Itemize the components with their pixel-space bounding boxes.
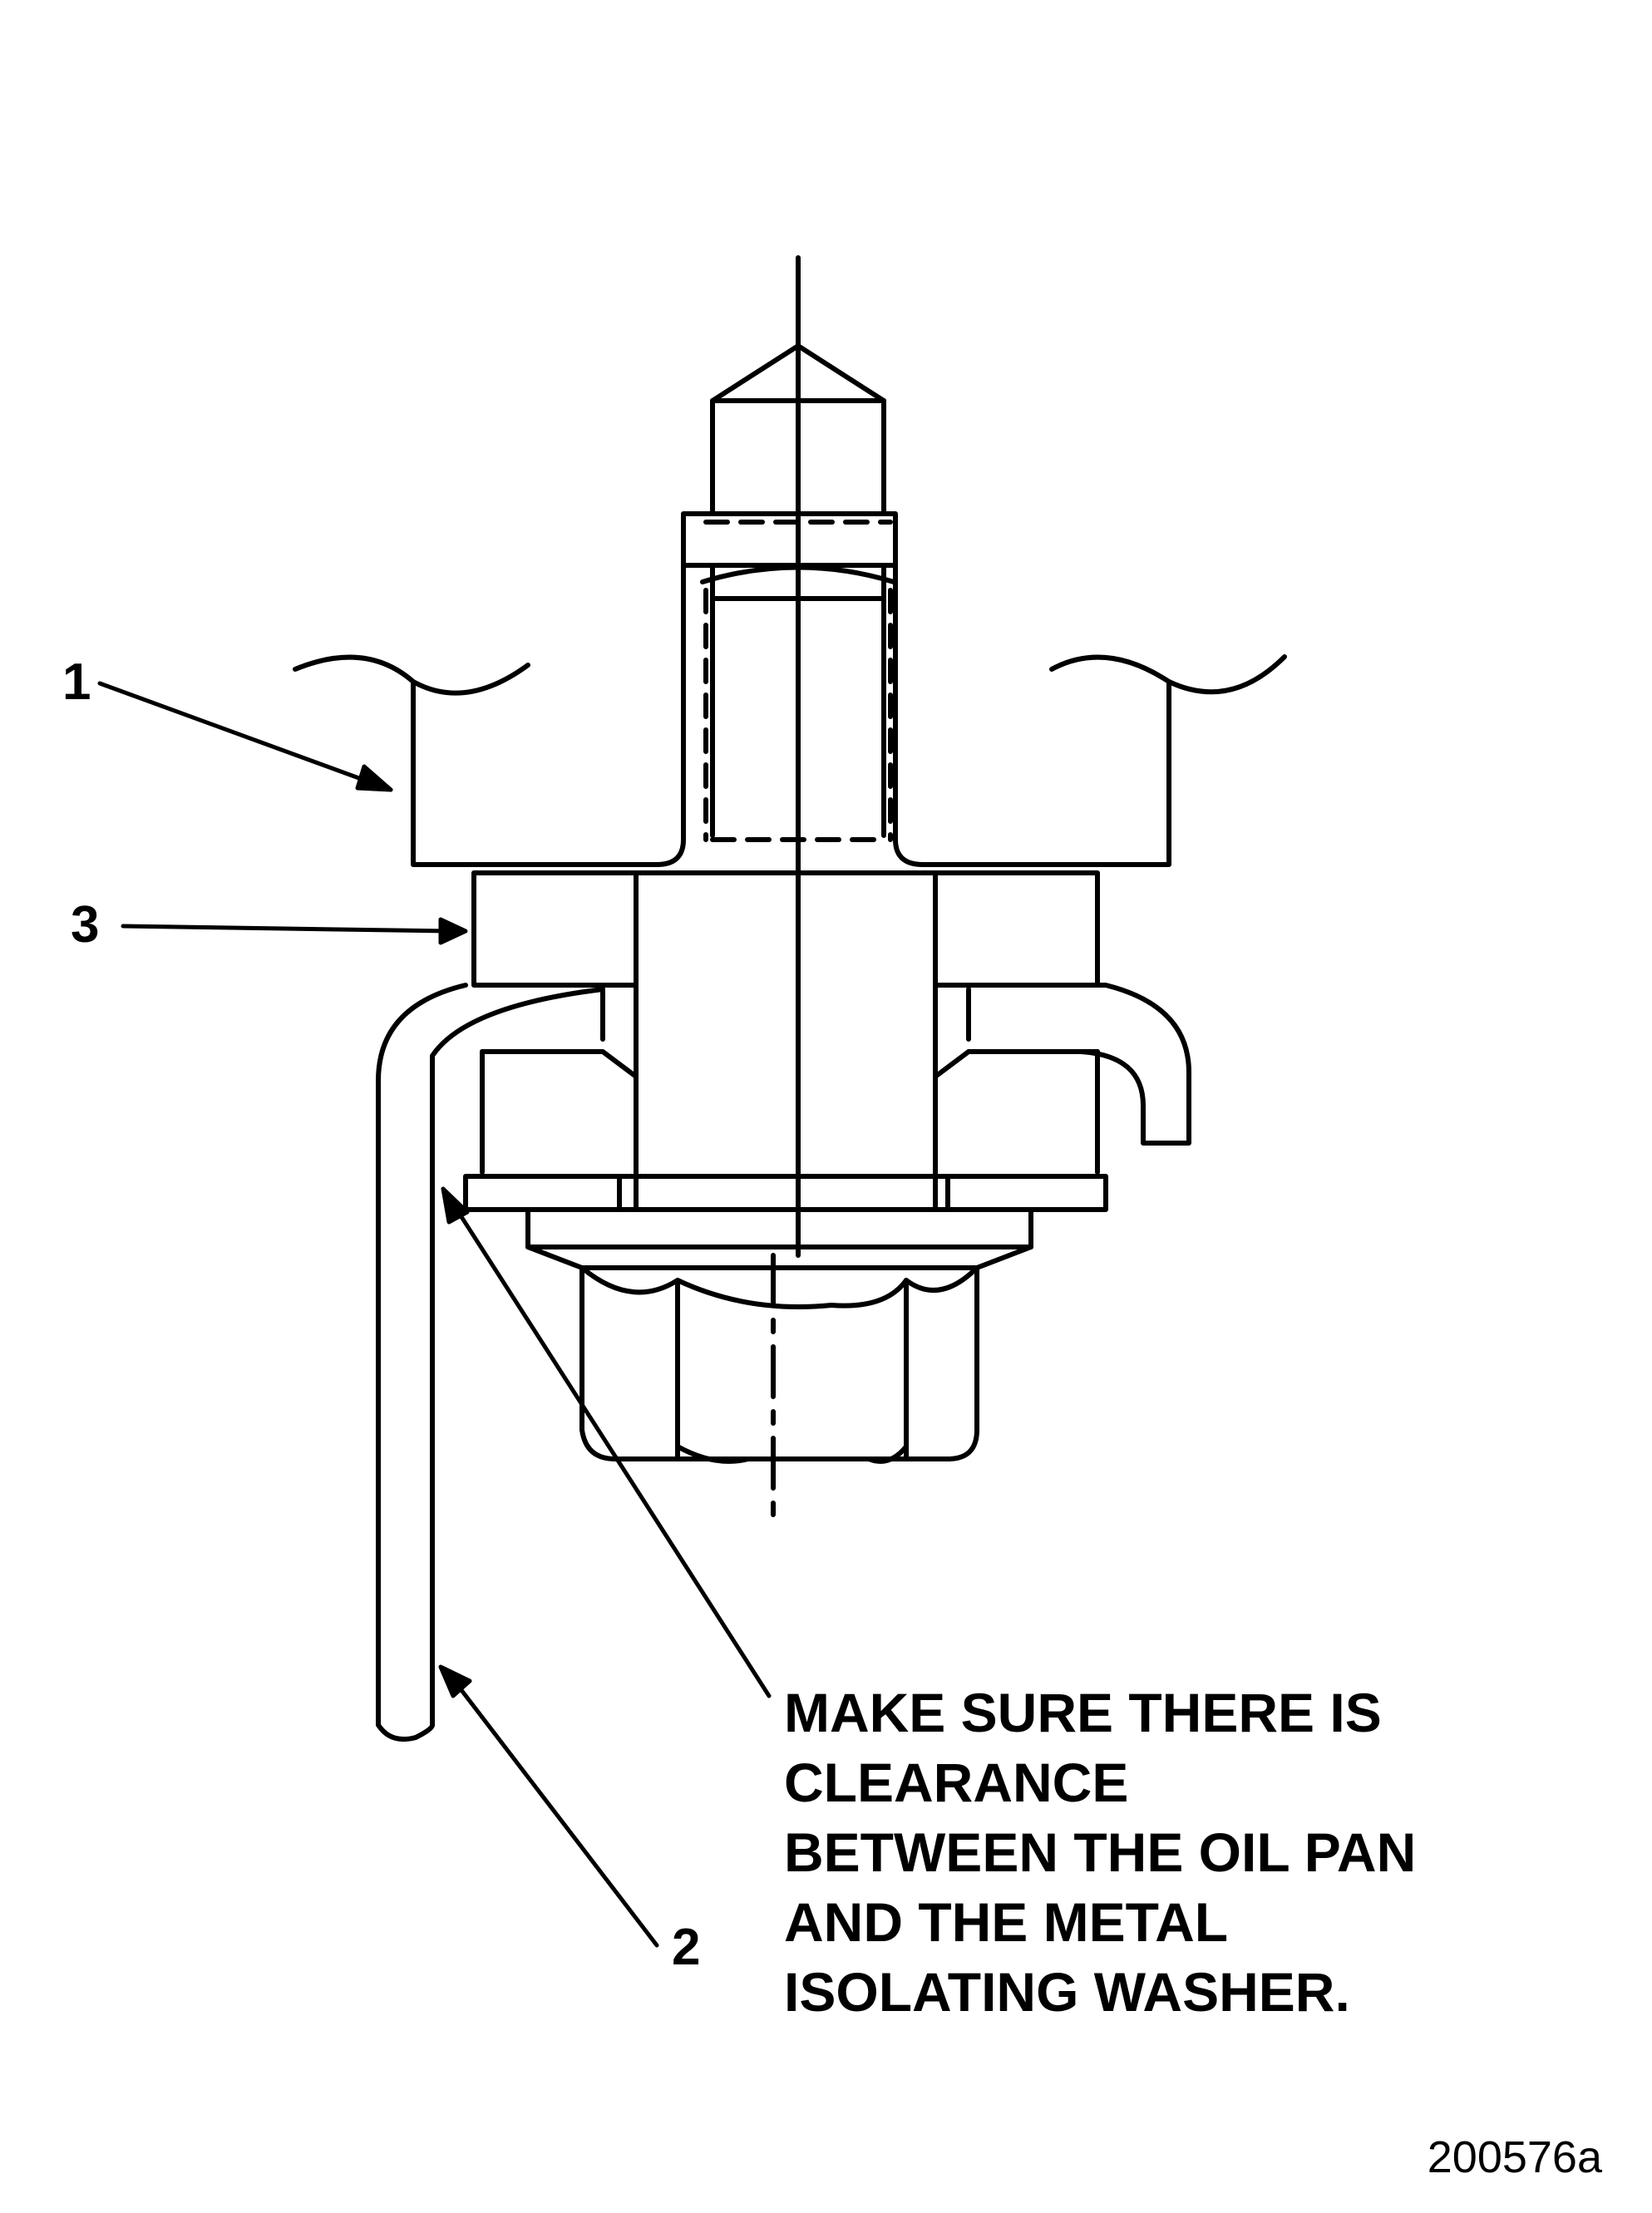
note-line: ISOLATING WASHER. bbox=[784, 1961, 1350, 2023]
stud-thread-section bbox=[654, 511, 925, 867]
hex-nut bbox=[579, 1265, 979, 1464]
note-line: BETWEEN THE OIL PAN bbox=[784, 1821, 1417, 1883]
leader-1-arrowhead bbox=[355, 764, 393, 792]
engine-block bbox=[293, 654, 1287, 867]
metal-isolating-washer bbox=[463, 1174, 1108, 1212]
stud-sleeve bbox=[634, 870, 938, 1212]
callout-2: 2 bbox=[672, 1919, 701, 1976]
leader-3-arrowhead bbox=[438, 917, 468, 945]
callout-3: 3 bbox=[71, 896, 100, 954]
rubber-isolator bbox=[471, 870, 1100, 988]
figure-id: 200576a bbox=[1427, 2132, 1602, 2182]
note-line: MAKE SURE THERE IS bbox=[784, 1682, 1382, 1743]
callout-leaders bbox=[97, 681, 772, 1948]
callout-1: 1 bbox=[62, 653, 91, 711]
leader-1 bbox=[97, 681, 393, 792]
nut-flange bbox=[525, 1207, 1033, 1270]
oil-pan-flange bbox=[376, 983, 1191, 1742]
note-line: CLEARANCE bbox=[784, 1752, 1129, 1813]
rubber-grommet bbox=[480, 1049, 1100, 1175]
note-line: AND THE METAL bbox=[784, 1891, 1229, 1953]
leader-3 bbox=[121, 924, 451, 934]
leader-2-arrowhead bbox=[438, 1664, 472, 1698]
clearance-note: MAKE SURE THERE IS CLEARANCE BETWEEN THE… bbox=[784, 1678, 1416, 2027]
leader-2 bbox=[451, 1677, 659, 1948]
leader-clearance bbox=[449, 1199, 772, 1698]
leader-clearance-arrowhead bbox=[441, 1186, 470, 1225]
